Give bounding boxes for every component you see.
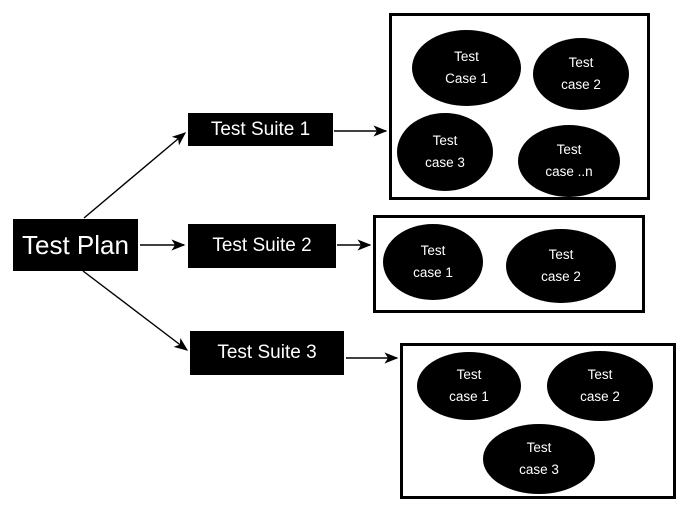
- test-plan-node: Test Plan: [13, 219, 138, 271]
- suite3-case2-ellipse: Test case 2: [547, 351, 653, 421]
- arrow-plan-to-suite1: [83, 132, 187, 219]
- test-case-label-line1: Test: [454, 49, 479, 64]
- suite1-case1-ellipse: Test Case 1: [412, 30, 521, 106]
- suite2-case2-ellipse: Test case 2: [506, 229, 616, 303]
- test-case-label-line2: case 1: [413, 265, 453, 280]
- test-case-label-line2: case ..n: [545, 164, 593, 179]
- test-case-label-line2: case 3: [519, 462, 559, 477]
- test-case-label-line1: Test: [420, 243, 446, 258]
- suite1-case3-ellipse: Test case 3: [397, 113, 493, 191]
- test-case-label-line1: Test: [526, 440, 552, 455]
- test-case-label-line2: Case 1: [445, 71, 488, 86]
- suite3-case-group: Test case 1 Test case 2 Test case 3: [400, 343, 676, 499]
- arrow-plan-to-suite3: [82, 270, 189, 351]
- test-case-label-line1: Test: [432, 133, 458, 148]
- test-case-label-line1: Test: [456, 367, 482, 382]
- suite1-case2-ellipse: Test case 2: [533, 38, 629, 110]
- test-suite-1-node: Test Suite 1: [188, 113, 333, 146]
- suite2-case1-ellipse: Test case 1: [383, 224, 483, 300]
- test-case-label-line2: case 2: [541, 269, 581, 284]
- suite1-casen-ellipse: Test case ..n: [518, 125, 620, 197]
- suite2-case-group: Test case 1 Test case 2: [373, 215, 645, 313]
- test-case-label-line1: Test: [548, 247, 574, 262]
- test-case-label-line2: case 3: [425, 155, 465, 170]
- suite3-case1-ellipse: Test case 1: [417, 352, 521, 420]
- test-case-label-line2: case 2: [561, 77, 601, 92]
- test-suite-2-node: Test Suite 2: [188, 224, 336, 268]
- suite3-case3-ellipse: Test case 3: [483, 424, 595, 494]
- test-case-label-line2: case 2: [580, 389, 620, 404]
- test-suite-3-node: Test Suite 3: [190, 331, 344, 375]
- test-case-label-line2: case 1: [449, 389, 489, 404]
- test-case-label-line1: Test: [556, 142, 582, 157]
- test-case-label-line1: Test: [587, 367, 613, 382]
- suite1-case-group: Test Case 1 Test case 2 Test case 3 Test…: [389, 13, 650, 200]
- test-case-label-line1: Test: [568, 55, 594, 70]
